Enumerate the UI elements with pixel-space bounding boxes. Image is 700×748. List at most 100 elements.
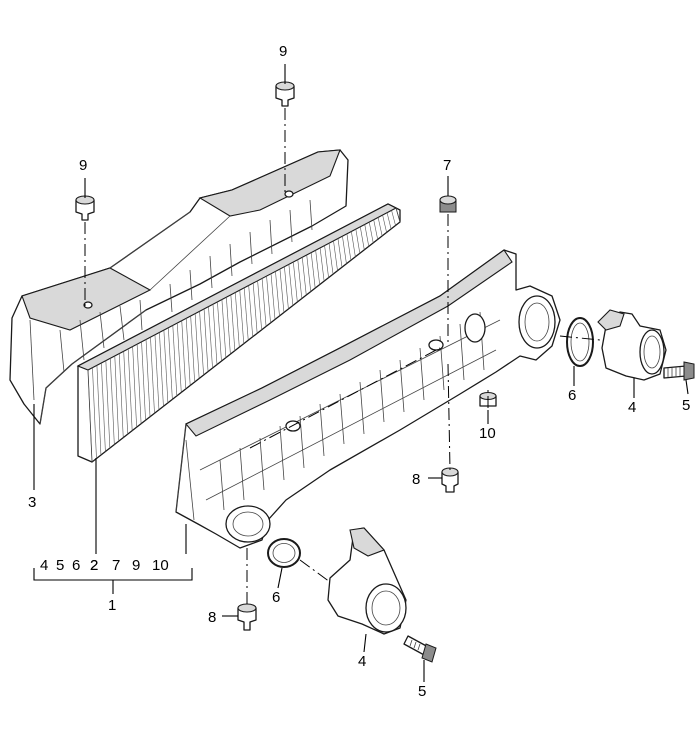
callout-5-screw-right: 5 bbox=[682, 397, 690, 414]
screw-bottom[interactable] bbox=[403, 635, 437, 663]
filter-pleat-line bbox=[373, 219, 378, 240]
filter-pleat-line bbox=[150, 337, 155, 414]
filter-pleat-line bbox=[270, 273, 276, 320]
filter-pleat-line bbox=[284, 266, 289, 309]
filter-pleat-line bbox=[235, 292, 240, 348]
callout-8-bolt-right: 8 bbox=[412, 471, 420, 488]
filter-pleat-line bbox=[301, 257, 307, 296]
callout-2-filter: 2 bbox=[90, 557, 98, 574]
filter-pleat-line bbox=[364, 224, 370, 247]
filter-pleat-line bbox=[382, 214, 387, 233]
filter-pleat-line bbox=[172, 325, 178, 396]
filter-pleat-line bbox=[297, 259, 303, 299]
filter-pleat-line bbox=[359, 226, 365, 250]
grommet-top[interactable] bbox=[439, 195, 457, 213]
filter-pleat-line bbox=[230, 294, 236, 351]
callout-6-o-ring-right: 6 bbox=[568, 387, 576, 404]
housing-kit-item: 10 bbox=[152, 557, 169, 574]
callout-4-sensor-bottom: 4 bbox=[358, 653, 366, 670]
filter-pleat-line bbox=[351, 231, 356, 257]
callout-1-housing: 1 bbox=[108, 597, 116, 614]
filter-pleat-line bbox=[328, 243, 334, 275]
filter-pleat-line bbox=[275, 271, 280, 316]
filter-pleat-line bbox=[114, 355, 120, 442]
filter-pleat-line bbox=[279, 269, 285, 313]
filter-pleat-line bbox=[185, 318, 191, 386]
housing-kit-item: 2 bbox=[90, 557, 98, 574]
filter-pleat-line bbox=[110, 358, 115, 445]
filter-pleat-line bbox=[288, 264, 294, 306]
filter-pleat-line bbox=[252, 283, 258, 334]
filter-pleat-line bbox=[243, 287, 249, 341]
filter-pleat-line bbox=[391, 210, 396, 226]
filter-pleat-line bbox=[310, 252, 316, 289]
o-ring-right[interactable] bbox=[566, 317, 594, 367]
screw-right[interactable] bbox=[663, 361, 695, 381]
filter-pleat-line bbox=[368, 222, 374, 243]
mass-airflow-sensor-right[interactable] bbox=[597, 309, 667, 381]
housing-bolt-right[interactable] bbox=[441, 467, 459, 493]
filter-pleat-line bbox=[105, 360, 111, 449]
filter-pleat-line bbox=[386, 212, 392, 230]
callout-7-grommet: 7 bbox=[443, 157, 451, 174]
callout-9-upper-bolt: 9 bbox=[279, 43, 287, 60]
filter-pleat-line bbox=[92, 367, 97, 459]
filter-pleat-line bbox=[212, 304, 218, 365]
filter-pleat-line bbox=[141, 341, 146, 421]
filter-pleat-line bbox=[154, 334, 160, 410]
filter-pleat-line bbox=[159, 332, 164, 407]
housing-kit-item: 6 bbox=[72, 557, 80, 574]
filter-pleat-line bbox=[226, 297, 231, 355]
filter-pleat-line bbox=[208, 306, 213, 369]
filter-pleat-line bbox=[266, 276, 271, 323]
filter-pleat-line bbox=[168, 327, 173, 400]
filter-pleat-line bbox=[377, 217, 383, 236]
filter-pleat-line bbox=[132, 346, 137, 428]
housing-kit-item: 7 bbox=[112, 557, 120, 574]
filter-pleat-line bbox=[217, 301, 222, 362]
filter-pleat-line bbox=[342, 236, 347, 264]
filter-pleat-line bbox=[101, 362, 106, 452]
air-filter-element[interactable] bbox=[76, 203, 401, 463]
o-ring-bottom[interactable] bbox=[267, 538, 301, 568]
filter-pleat-line bbox=[337, 238, 343, 268]
filter-pleat-line bbox=[261, 278, 267, 327]
filter-pleat-line bbox=[239, 290, 245, 344]
filter-pleat-line bbox=[176, 323, 182, 393]
leader-lines bbox=[33, 64, 689, 682]
air-cleaner-cover[interactable] bbox=[9, 149, 349, 425]
filter-pleat-line bbox=[194, 313, 200, 379]
filter-pleat-line bbox=[190, 315, 195, 383]
filter-pleat-line bbox=[257, 280, 262, 330]
filter-pleat-line bbox=[163, 330, 169, 403]
filter-pleat-line bbox=[199, 311, 204, 376]
filter-pleat-line bbox=[145, 339, 151, 417]
filter-pleat-line bbox=[324, 245, 329, 278]
filter-pleat-line bbox=[333, 240, 338, 271]
callout-6-o-ring-bottom: 6 bbox=[272, 589, 280, 606]
filter-pleat-line bbox=[355, 229, 361, 254]
filter-pleat-line bbox=[221, 299, 227, 358]
callout-3-cover: 3 bbox=[28, 494, 36, 511]
filter-pleat-line bbox=[293, 261, 298, 303]
callout-10-grommet: 10 bbox=[479, 425, 496, 442]
callout-5-screw-bottom: 5 bbox=[418, 683, 426, 700]
filter-pleat-line bbox=[315, 250, 320, 285]
housing-kit-item: 4 bbox=[40, 557, 48, 574]
filter-pleat-line bbox=[96, 365, 102, 456]
filter-pleat-line bbox=[203, 308, 209, 372]
cover-bolt-upper[interactable] bbox=[275, 81, 295, 107]
filter-pleat-line bbox=[118, 353, 124, 438]
air-cleaner-housing[interactable] bbox=[175, 249, 561, 549]
filter-pleat-line bbox=[123, 351, 129, 435]
mass-airflow-sensor-bottom[interactable] bbox=[327, 527, 407, 635]
filter-pleat-line bbox=[319, 247, 325, 282]
housing-kit-item: 5 bbox=[56, 557, 64, 574]
cover-bolt-left[interactable] bbox=[75, 195, 95, 221]
housing-bolt-bottom[interactable] bbox=[237, 603, 257, 631]
filter-pleat-line bbox=[127, 348, 133, 431]
filter-pleat-line bbox=[346, 233, 352, 261]
